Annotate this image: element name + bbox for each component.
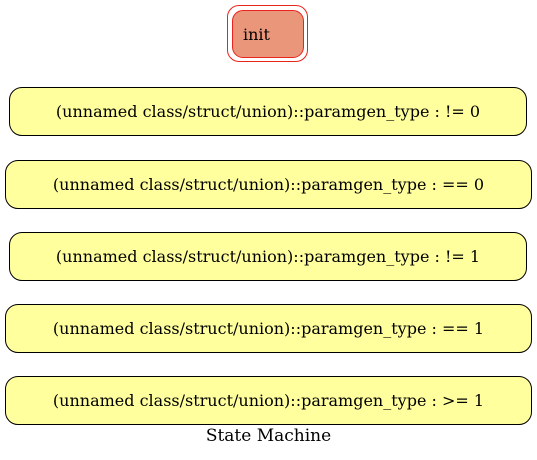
state-node-paramgen-ne-1[interactable]: (unnamed class/struct/union)::paramgen_t…	[9, 232, 527, 281]
init-state-label: init	[243, 24, 270, 44]
state-node-paramgen-eq-0[interactable]: (unnamed class/struct/union)::paramgen_t…	[5, 160, 532, 209]
state-node-paramgen-ne-0[interactable]: (unnamed class/struct/union)::paramgen_t…	[9, 87, 527, 136]
state-label: (unnamed class/struct/union)::paramgen_t…	[52, 319, 485, 338]
state-label: (unnamed class/struct/union)::paramgen_t…	[55, 102, 481, 121]
state-node-paramgen-eq-1[interactable]: (unnamed class/struct/union)::paramgen_t…	[5, 304, 532, 353]
init-state-outer-border	[227, 5, 308, 62]
state-label: (unnamed class/struct/union)::paramgen_t…	[55, 247, 481, 266]
state-node-paramgen-ge-1[interactable]: (unnamed class/struct/union)::paramgen_t…	[5, 376, 532, 425]
diagram-caption: State Machine	[205, 426, 332, 446]
init-state-node[interactable]: init	[232, 10, 304, 58]
state-label: (unnamed class/struct/union)::paramgen_t…	[52, 391, 485, 410]
state-label: (unnamed class/struct/union)::paramgen_t…	[52, 175, 485, 194]
